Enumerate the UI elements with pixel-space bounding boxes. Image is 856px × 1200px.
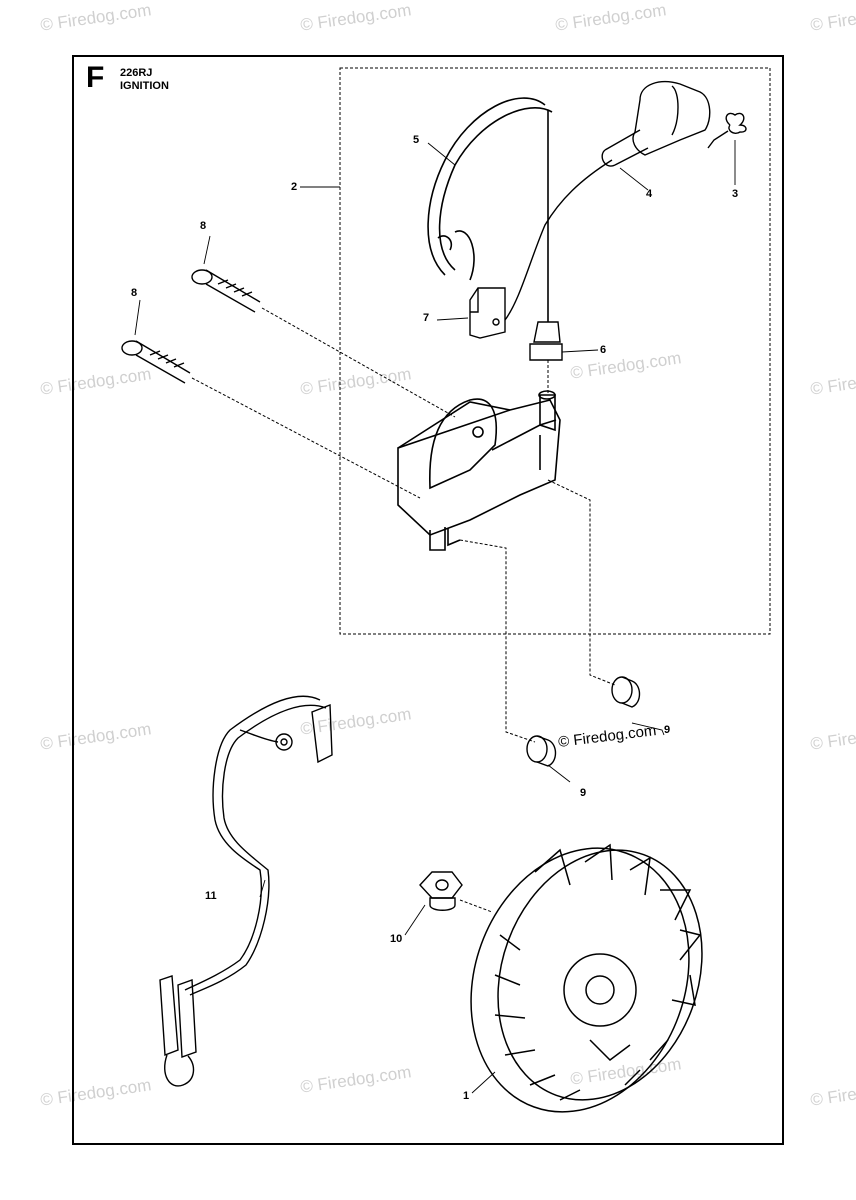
spring-part [707, 112, 747, 149]
grommet-part [469, 287, 506, 339]
model-number: 226RJ [120, 67, 153, 79]
callout-8-lower: 8 [131, 287, 138, 299]
callout-leaders [134, 140, 736, 1094]
callout-5: 5 [413, 134, 420, 146]
spacer-part [526, 676, 641, 767]
terminal-nut-part [529, 321, 563, 395]
diagram-frame [72, 55, 784, 1145]
callout-1: 1 [463, 1090, 470, 1102]
callout-9-left: 9 [580, 787, 587, 799]
diagram-header: 226RJ IGNITION [120, 67, 169, 93]
spark-plug-cap-part [504, 81, 711, 321]
screw-part-lower [121, 340, 191, 384]
ignition-module-assembly-box [339, 67, 771, 635]
callout-11: 11 [205, 890, 217, 902]
callout-8-upper: 8 [200, 220, 207, 232]
diagram-title: IGNITION [120, 80, 169, 92]
switch-wire-part [159, 695, 333, 1087]
callout-6: 6 [600, 344, 607, 356]
callout-10: 10 [390, 933, 403, 945]
callout-4: 4 [646, 188, 653, 200]
flywheel-nut-part [419, 871, 463, 911]
assembly-leader-lines [191, 307, 616, 913]
flywheel-part [470, 843, 703, 1113]
screw-part-upper [191, 269, 261, 313]
section-letter: F [86, 61, 105, 94]
callout-7: 7 [423, 312, 430, 324]
callout-2: 2 [291, 181, 298, 193]
callout-3: 3 [732, 188, 739, 200]
callout-9-right: 9 [664, 724, 671, 736]
ignition-module [397, 390, 561, 551]
